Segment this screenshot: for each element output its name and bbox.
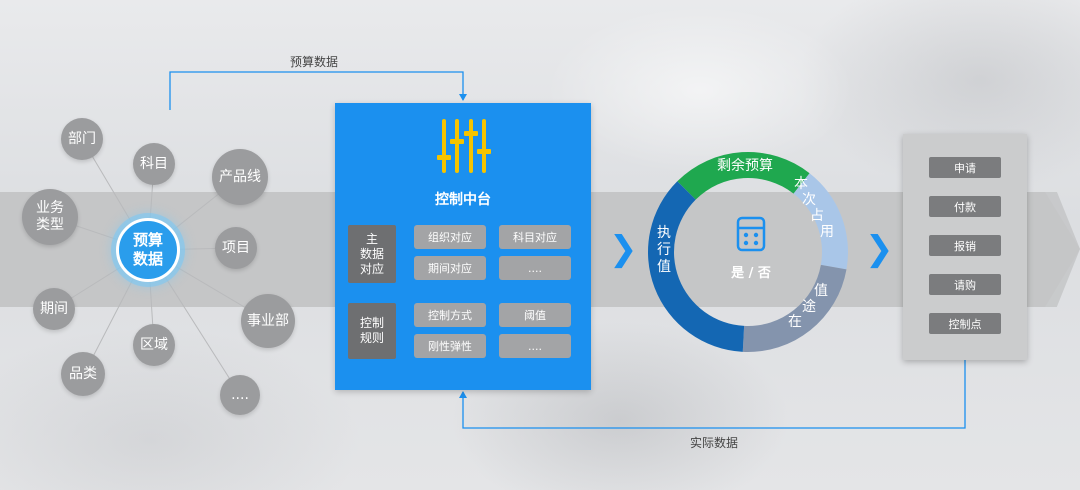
segment-label-occupied: 本 次 占 用 (794, 176, 834, 240)
dimension-node-period: 期间 (33, 288, 75, 330)
chip-more-rules[interactable]: .... (499, 334, 571, 358)
segment-label-executed: 执 行 值 (657, 225, 671, 275)
chip-rigid-flexible[interactable]: 刚性弹性 (414, 334, 486, 358)
dimension-node-subject: 科目 (133, 143, 175, 185)
action-payment[interactable]: 付款 (929, 196, 1001, 217)
control-rules-group-label: 控制 规则 (348, 303, 396, 359)
dimension-node-more: .... (220, 375, 260, 415)
ring-segment-in_transit (742, 264, 847, 352)
budget-data-hub: 预算数据 (116, 218, 180, 282)
dimension-node-dept: 部门 (61, 118, 103, 160)
segment-label-in-transit: 值 途 在 (788, 283, 828, 330)
calculator-icon (736, 216, 766, 252)
dimension-node-category: 品类 (61, 352, 105, 396)
ring-center-decision: 是 / 否 (731, 266, 771, 281)
dimension-node-project: 项目 (215, 227, 257, 269)
chip-period-mapping[interactable]: 期间对应 (414, 256, 486, 280)
control-center-panel: 控制中台 主 数据 对应 组织对应 科目对应 期间对应 .... 控制 规则 控… (335, 103, 591, 390)
control-center-title: 控制中台 (435, 192, 491, 208)
dimension-node-business-unit: 事业部 (241, 294, 295, 348)
budget-ring (648, 152, 848, 352)
chip-threshold[interactable]: 阈值 (499, 303, 571, 327)
action-reimbursement[interactable]: 报销 (929, 235, 1001, 256)
action-purchase-request[interactable]: 请购 (929, 274, 1001, 295)
master-data-group-label: 主 数据 对应 (348, 225, 396, 283)
chip-subject-mapping[interactable]: 科目对应 (499, 225, 571, 249)
chip-org-mapping[interactable]: 组织对应 (414, 225, 486, 249)
budget-data-connector-label: 预算数据 (290, 55, 339, 69)
ring-segment-remaining (677, 152, 810, 200)
action-control-point[interactable]: 控制点 (929, 313, 1001, 334)
ring-segment-occupied (793, 173, 848, 270)
chevron-right-icon: ❯ (865, 229, 894, 269)
control-points-panel: 申请 付款 报销 请购 控制点 (903, 134, 1027, 360)
dimension-node-biz-type: 业务类型 (22, 189, 78, 245)
sliders-icon (437, 119, 491, 173)
ring-segment-executed (648, 181, 745, 352)
segment-label-remaining: 剩余预算 (717, 158, 773, 174)
chevron-right-icon: ❯ (609, 229, 638, 269)
actual-data-connector-label: 实际数据 (690, 436, 739, 450)
dimension-node-product-line: 产品线 (212, 149, 268, 205)
chip-more-mapping[interactable]: .... (499, 256, 571, 280)
dimension-node-region: 区域 (133, 324, 175, 366)
chip-control-method[interactable]: 控制方式 (414, 303, 486, 327)
action-apply[interactable]: 申请 (929, 157, 1001, 178)
